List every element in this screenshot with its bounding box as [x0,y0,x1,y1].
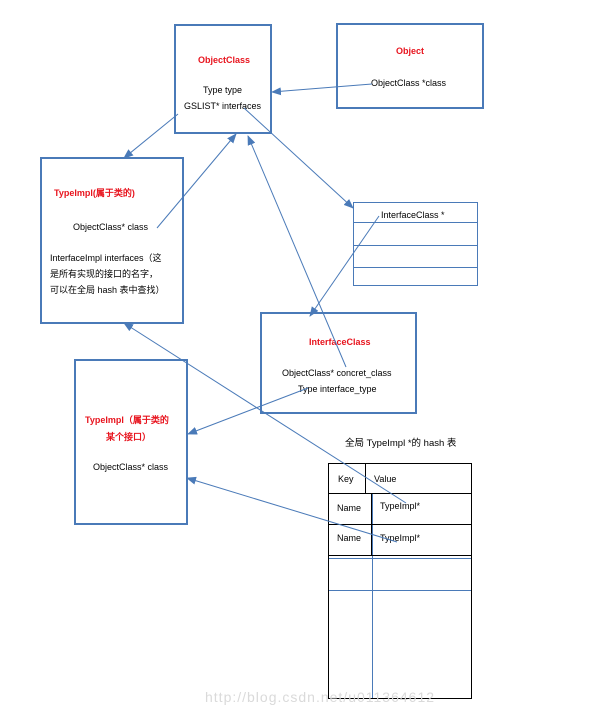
hash-table-row2-key: Name [337,533,362,543]
object-class-box: ObjectClass Type type GSLIST* interfaces [174,24,272,134]
arrow-objectclass-to-typeimpl [123,113,179,159]
object-class-pointer-field: ObjectClass *class [371,78,447,88]
hash-table-column-divider [372,493,373,698]
typeimpl-interface-title-line1: TypeImpl（属于类的 [85,415,169,425]
typeimpl-interface-title-line2: 某个接口） [106,432,152,442]
interface-class-type-field: Type interface_type [298,384,377,394]
interface-class-list-box: InterfaceClass * [353,202,478,286]
hash-table-empty-row-line [329,590,471,591]
hash-table-header-key: Key [338,474,354,484]
typeimpl-class-title: TypeImpl(属于类的) [54,188,135,198]
hash-table-header-value: Value [374,474,397,484]
typeimpl-interface-box: TypeImpl（属于类的 某个接口） ObjectClass* class [74,359,188,525]
hash-table-row2-value: TypeImpl* [380,533,421,543]
hash-table: Key Value Name TypeImpl* Name TypeImpl* [328,463,472,699]
typeimpl-class-interfaces-field: InterfaceImpl interfaces（这 [50,253,162,263]
object-title: Object [396,46,425,56]
interface-class-list-row [354,245,477,246]
hash-table-caption: 全局 TypeImpl *的 hash 表 [345,438,457,449]
interface-class-list-row [354,267,477,268]
hash-table-row1-key: Name [337,503,362,513]
object-class-interfaces-field: GSLIST* interfaces [184,101,262,111]
typeimpl-class-class-field: ObjectClass* class [73,222,149,232]
hash-table-empty-row-line [329,558,471,559]
object-box: Object ObjectClass *class [336,23,484,109]
typeimpl-class-interfaces-note2: 可以在全局 hash 表中查找） [50,285,165,295]
interface-class-list-row [354,222,477,223]
watermark: http://blog.csdn.net/u011364612 [205,689,436,705]
interface-class-list-header: InterfaceClass * [381,210,445,220]
interface-class-box: InterfaceClass ObjectClass* concret_clas… [260,312,417,414]
interface-class-concret-field: ObjectClass* concret_class [282,368,392,378]
object-class-type-field: Type type [203,85,243,95]
typeimpl-class-box: TypeImpl(属于类的) ObjectClass* class Interf… [40,157,184,324]
typeimpl-class-interfaces-note1: 是所有实现的接口的名字， [50,269,159,279]
object-class-title: ObjectClass [198,55,251,65]
hash-table-row1-value: TypeImpl* [380,501,421,511]
typeimpl-interface-class-field: ObjectClass* class [93,462,169,472]
interface-class-title: InterfaceClass [309,337,371,347]
